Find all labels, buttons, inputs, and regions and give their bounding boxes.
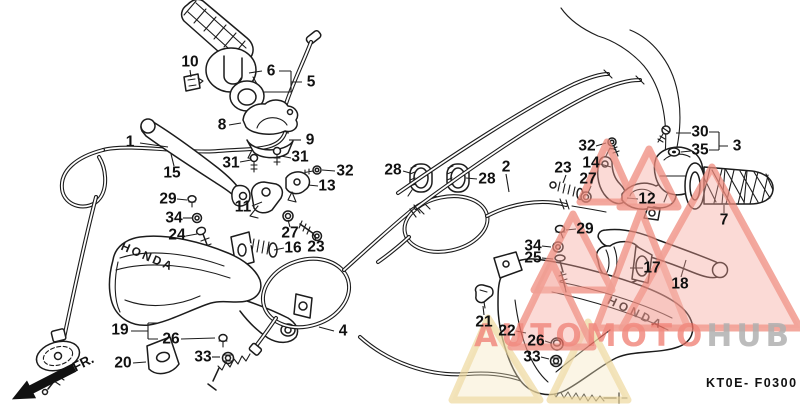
part-label-1: 1 [125, 133, 135, 151]
front-direction-arrow [11, 363, 77, 400]
part-label-16: 16 [284, 239, 302, 257]
part-label-22: 22 [498, 322, 516, 340]
watermark-text: AUTOMOTOHUB [474, 321, 793, 352]
part-label-32: 32 [578, 137, 596, 155]
part-label-26: 26 [162, 330, 180, 348]
part-label-7: 7 [719, 211, 729, 229]
part-label-4: 4 [338, 322, 348, 340]
part-label-11: 11 [234, 198, 252, 216]
left-handguard-drawing [108, 235, 313, 375]
part-label-10: 10 [181, 53, 199, 71]
part-label-19: 19 [111, 321, 129, 339]
part-label-28: 28 [478, 170, 496, 188]
diagram-code: KT0E- F0300 [706, 376, 798, 390]
right-grip-drawing [684, 162, 774, 210]
part-label-5: 5 [306, 73, 316, 91]
part-label-9: 9 [305, 131, 315, 149]
watermark-triangle [618, 163, 800, 332]
watermark-text-gray: HUB [706, 318, 794, 354]
switch-bracket-drawing [657, 125, 681, 157]
left-lever-drawing [140, 118, 251, 207]
upper-cables-drawing [396, 7, 681, 218]
part-label-30: 30 [691, 123, 709, 141]
part-label-17: 17 [643, 259, 661, 277]
throttle-cable2-drawing [376, 163, 607, 264]
part-label-29: 29 [159, 190, 177, 208]
part-label-18: 18 [671, 275, 689, 293]
part-label-23: 23 [307, 238, 325, 256]
part-label-12: 12 [638, 190, 656, 208]
part-label-8: 8 [217, 116, 227, 134]
part-label-21: 21 [475, 313, 493, 331]
cable-adjuster-left-drawing [230, 210, 323, 268]
watermark-triangle [576, 138, 638, 206]
part-label-2: 2 [501, 158, 511, 176]
part-label-26: 26 [527, 332, 545, 350]
part-label-31: 31 [222, 154, 240, 172]
watermark-triangle [507, 258, 597, 351]
part-label-28: 28 [384, 161, 402, 179]
part-label-34: 34 [165, 209, 183, 227]
part-label-24: 24 [168, 226, 186, 244]
lever-bracket-drawing [249, 146, 322, 219]
part-label-29: 29 [576, 220, 594, 238]
part-label-15: 15 [163, 164, 181, 182]
part-label-27: 27 [281, 224, 299, 242]
part-label-27: 27 [579, 170, 597, 188]
part-label-13: 13 [318, 177, 336, 195]
clip-10-drawing [183, 73, 204, 92]
part-label-33: 33 [194, 348, 212, 366]
part-label-35: 35 [691, 141, 709, 159]
part-label-25: 25 [524, 249, 542, 267]
part-label-31: 31 [291, 148, 309, 166]
watermark-text-red: AUTOMOTO [474, 318, 707, 354]
part-label-33: 33 [523, 348, 541, 366]
watermark-triangle-yellow [546, 318, 632, 404]
watermark-triangle [616, 145, 682, 211]
part-label-20: 20 [114, 354, 132, 372]
part-label-23: 23 [554, 159, 572, 177]
part-label-3: 3 [732, 137, 742, 155]
left-grip-drawing [180, 0, 265, 112]
part-label-34: 34 [524, 237, 542, 255]
watermark-triangle-yellow [448, 314, 544, 404]
part-label-14: 14 [582, 154, 600, 172]
part-label-6: 6 [266, 62, 276, 80]
part-label-32: 32 [336, 162, 354, 180]
